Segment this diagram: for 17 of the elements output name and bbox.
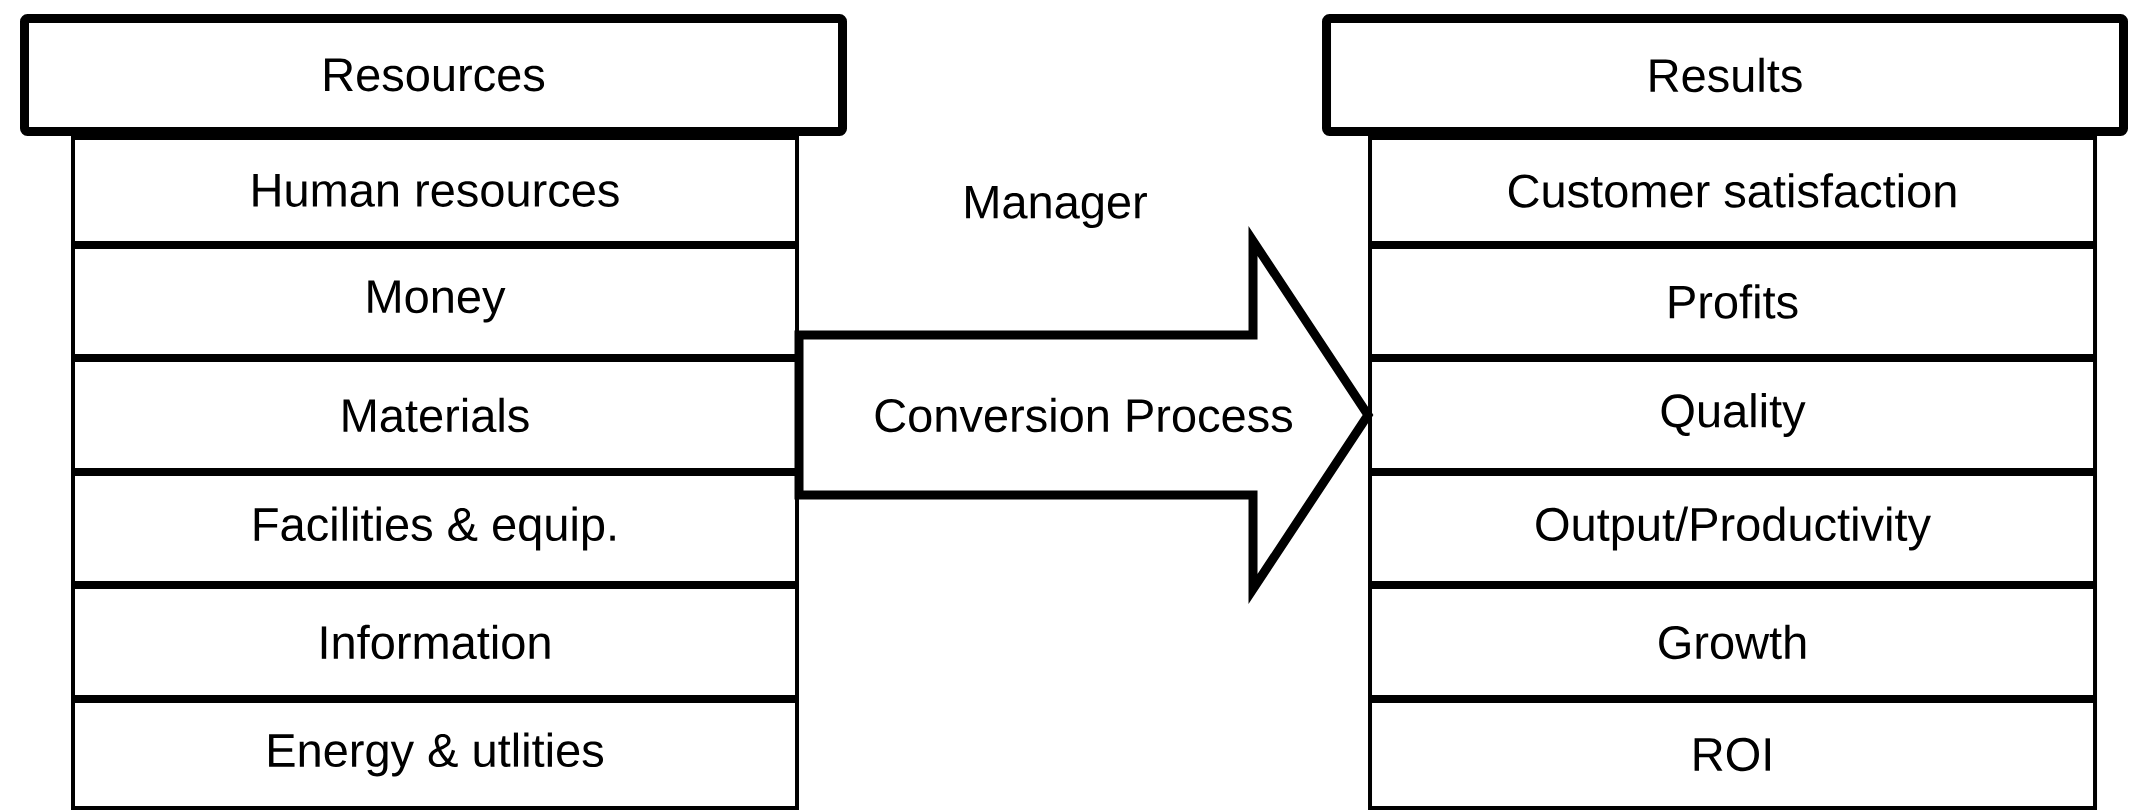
list-row-box: Human resources: [71, 136, 799, 245]
list-row-box: Money: [71, 245, 799, 358]
header-box: Results: [1322, 14, 2128, 136]
list-row-box: Information: [71, 585, 799, 699]
list-row-box: Customer satisfaction: [1368, 136, 2097, 245]
list-row-box: Profits: [1368, 245, 2097, 358]
list-row-box: ROI: [1368, 699, 2097, 810]
list-row-box: Facilities & equip.: [71, 472, 799, 585]
edge-label: Conversion Process: [875, 397, 1292, 433]
text-label: Manager: [966, 185, 1147, 229]
list-row-box: Growth: [1368, 585, 2097, 699]
list-row-box: Materials: [71, 358, 799, 472]
list-row-box: Energy & utlities: [71, 699, 799, 810]
list-row-box: Quality: [1368, 358, 2097, 472]
list-row-box: Output/Productivity: [1368, 472, 2097, 585]
header-box: Resources: [20, 14, 847, 136]
block-arrow: [794, 226, 1374, 604]
